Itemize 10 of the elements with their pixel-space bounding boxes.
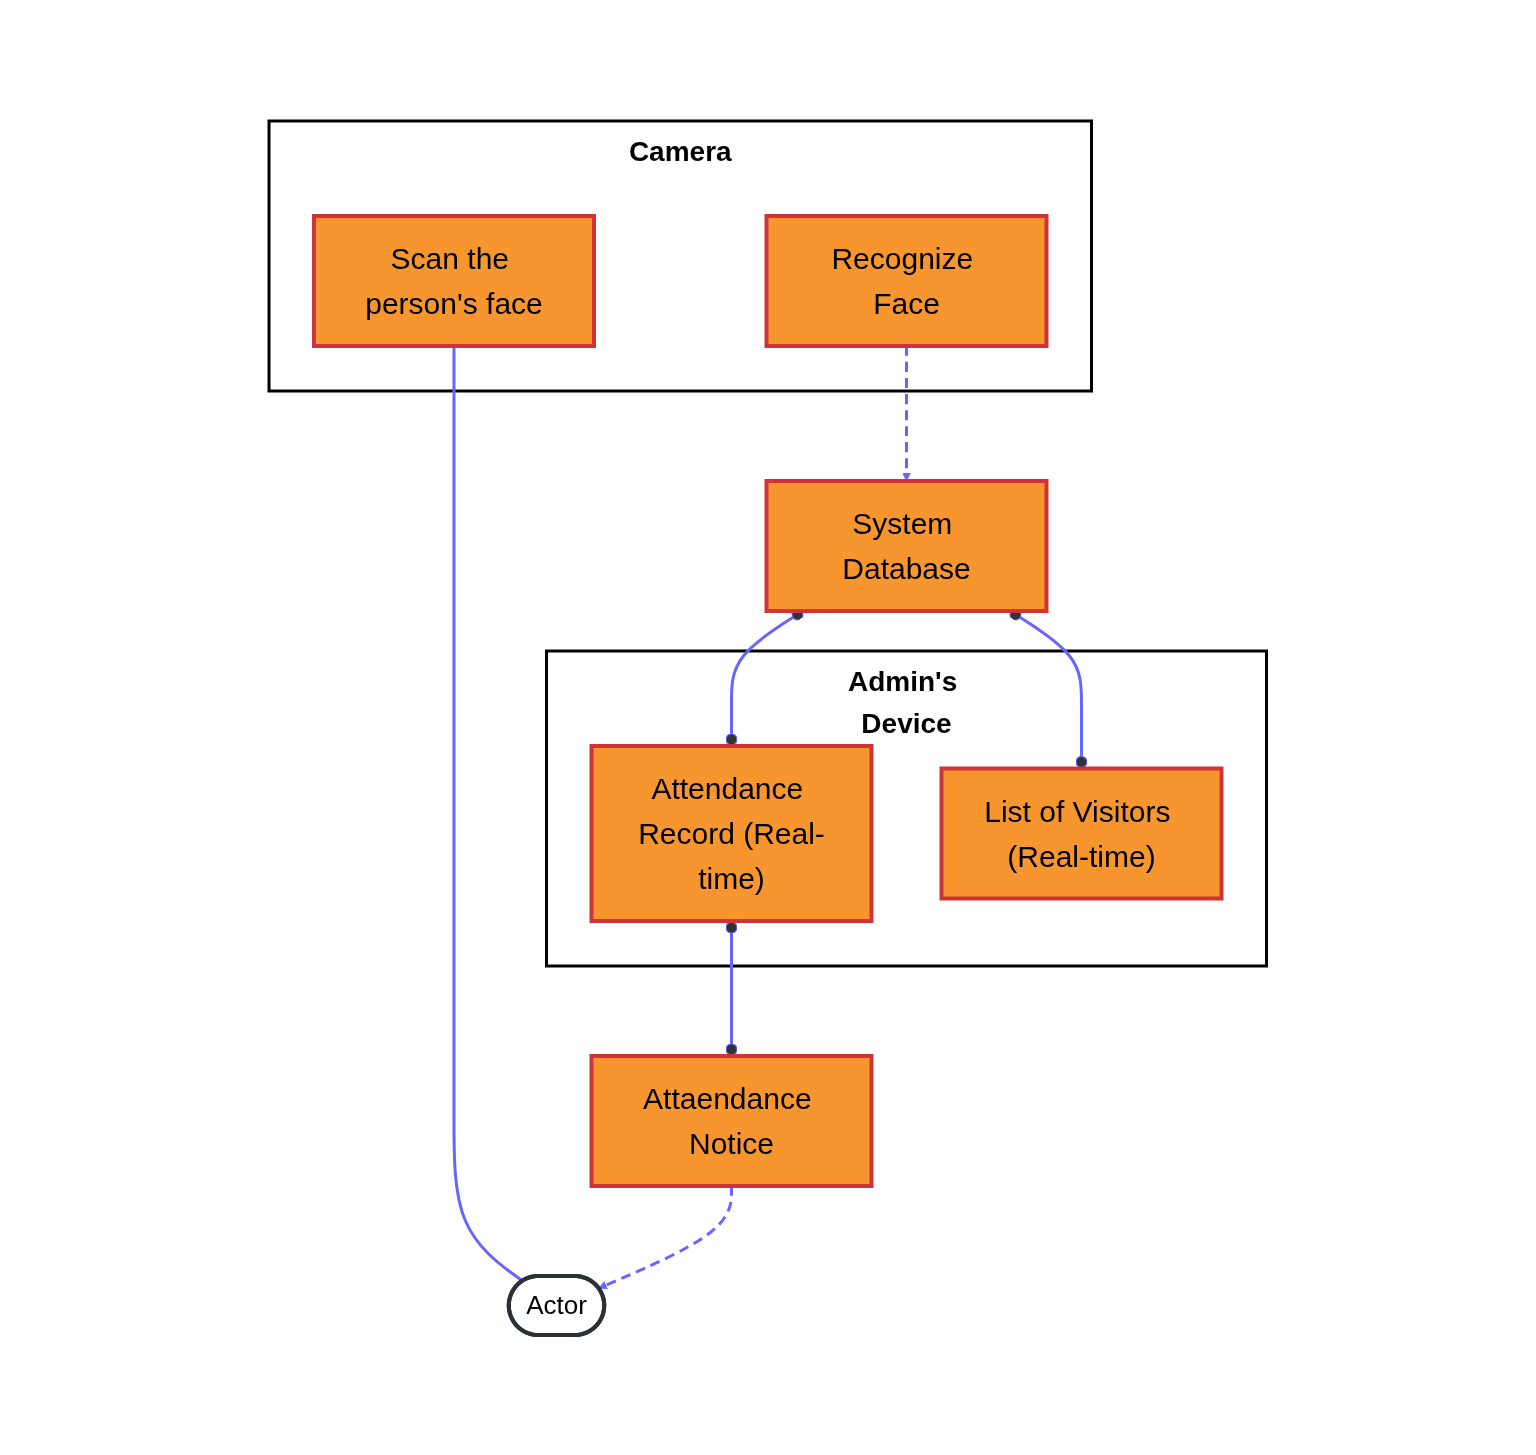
node-box: List of Visitors (Real-time) <box>939 766 1224 900</box>
node-box: Scan the person's face <box>312 213 597 348</box>
arrow <box>598 1185 734 1289</box>
node-box: System Database <box>764 478 1049 613</box>
node-box: Attendance Record (Real-time) <box>589 743 874 923</box>
arrow <box>902 345 912 481</box>
node-box: Attaendance Notice <box>589 1053 874 1188</box>
node-box: Recognize Face <box>764 213 1049 348</box>
connector <box>452 345 524 1282</box>
connector <box>725 920 738 1056</box>
